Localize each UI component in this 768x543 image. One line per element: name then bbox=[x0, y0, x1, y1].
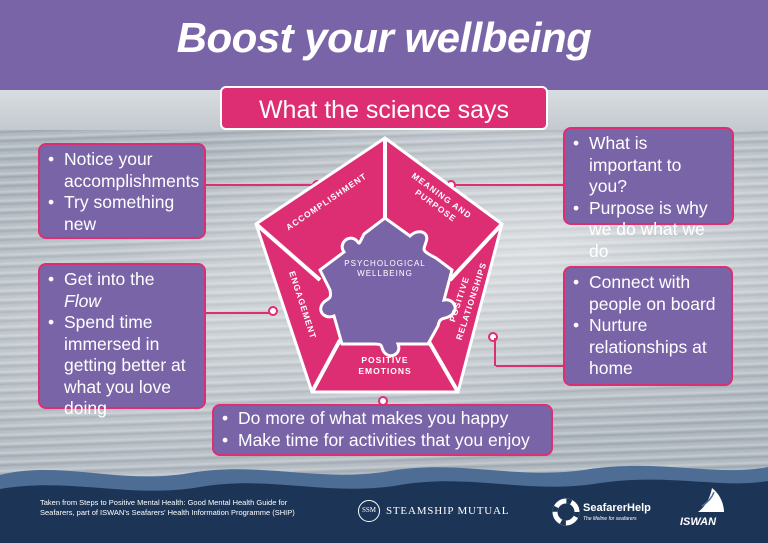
connector-dot-engagement bbox=[268, 306, 278, 316]
engagement-tip-1-emphasis: Flow bbox=[64, 290, 101, 311]
divider-right bbox=[448, 222, 504, 282]
sail-icon bbox=[698, 488, 724, 512]
wave-dark bbox=[0, 479, 768, 543]
segment-emotions-label-line2: EMOTIONS bbox=[358, 366, 411, 376]
engagement-tip-2: Spend time immersed in getting better at… bbox=[48, 312, 196, 420]
relationships-tip-2: Nurture relationships at home bbox=[573, 315, 723, 380]
connector-accomplishment bbox=[205, 184, 315, 186]
emotions-tip-2: Make time for activities that you enjoy bbox=[222, 430, 543, 452]
page-title: Boost your wellbeing bbox=[176, 14, 592, 61]
lifebuoy-icon bbox=[552, 498, 580, 526]
engagement-box: Get into the Flow Spend time immersed in… bbox=[38, 263, 206, 418]
accomplishment-tip-2: Try something new bbox=[48, 192, 196, 235]
connector-relationships bbox=[496, 365, 566, 367]
connector-dot-relationships bbox=[488, 332, 498, 342]
meaning-box: What is important to you? Purpose is why… bbox=[563, 127, 734, 261]
steamship-mark: SSM bbox=[358, 500, 380, 522]
accomplishment-tip-1: Notice your accomplishments bbox=[48, 149, 199, 192]
pentagon-inner-puzzle bbox=[318, 216, 457, 358]
engagement-tip-1-text: Get into the bbox=[64, 269, 155, 289]
relationships-tip-1: Connect with people on board bbox=[573, 272, 723, 315]
connector-engagement bbox=[205, 312, 275, 314]
divider-bottom-left bbox=[310, 339, 342, 393]
accomplishment-box: Notice your accomplishments Try somethin… bbox=[38, 143, 206, 239]
seafarerhelp-tagline: The lifeline for seafarers bbox=[583, 516, 637, 522]
header-banner: Boost your wellbeing bbox=[0, 0, 768, 90]
iswan-logo: ISWAN bbox=[676, 486, 736, 532]
divider-bottom-right bbox=[426, 339, 460, 393]
steamship-mutual-text: STEAMSHIP MUTUAL bbox=[386, 505, 510, 517]
connector-meaning bbox=[452, 184, 564, 186]
emotions-tip-1: Do more of what makes you happy bbox=[222, 408, 543, 430]
connector-relationships-vertical bbox=[494, 338, 496, 366]
center-label-line2: WELLBEING bbox=[357, 269, 413, 278]
divider-left bbox=[254, 222, 322, 282]
meaning-tip-1: What is important to you? bbox=[573, 133, 724, 198]
seafarerhelp-text: SeafarerHelp bbox=[583, 502, 651, 514]
meaning-tip-2: Purpose is why we do what we do bbox=[573, 198, 724, 263]
steamship-mutual-logo: SSM STEAMSHIP MUTUAL bbox=[358, 500, 528, 524]
relationships-box: Connect with people on board Nurture rel… bbox=[563, 266, 733, 386]
wellbeing-pentagon-diagram: PSYCHOLOGICAL WELLBEING ACCOMPLISHMENT M… bbox=[254, 136, 504, 394]
footer-source-text: Taken from Steps to Positive Mental Heal… bbox=[40, 498, 295, 517]
iswan-text: ISWAN bbox=[680, 516, 717, 528]
center-label-line1: PSYCHOLOGICAL bbox=[344, 259, 425, 268]
emotions-box: Do more of what makes you happy Make tim… bbox=[212, 404, 553, 456]
engagement-tip-1: Get into the Flow bbox=[48, 269, 196, 312]
footer-waves bbox=[0, 465, 768, 543]
segment-emotions-label-line1: POSITIVE bbox=[361, 355, 408, 365]
seafarerhelp-logo: SeafarerHelp The lifeline for seafarers bbox=[552, 494, 662, 530]
subtitle-badge: What the science says bbox=[220, 86, 548, 130]
